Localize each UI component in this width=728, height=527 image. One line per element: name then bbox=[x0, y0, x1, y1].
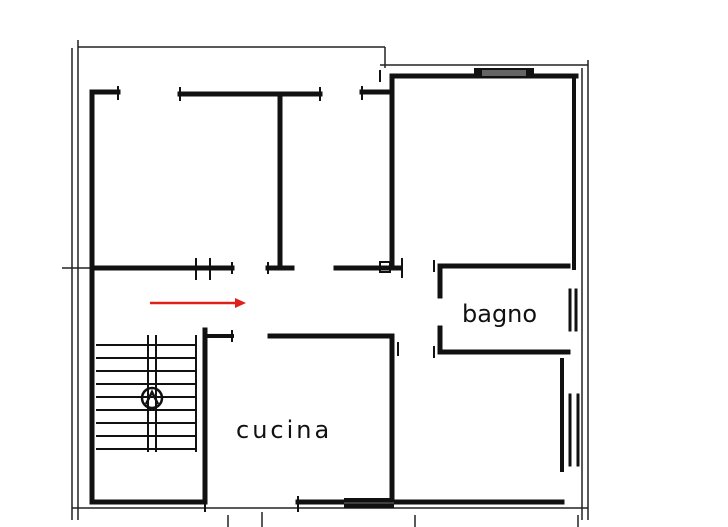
window-bottom bbox=[344, 498, 394, 508]
staircase-icon bbox=[96, 335, 197, 452]
outer-frame-lines bbox=[62, 40, 589, 527]
room-label-bagno: bagno bbox=[462, 300, 537, 328]
column bbox=[379, 261, 391, 273]
jamb-marks bbox=[117, 70, 435, 512]
room-label-cucina: cucina bbox=[236, 416, 332, 444]
walls bbox=[89, 73, 580, 505]
window-top bbox=[474, 68, 534, 78]
right-arrow-icon bbox=[150, 298, 246, 308]
